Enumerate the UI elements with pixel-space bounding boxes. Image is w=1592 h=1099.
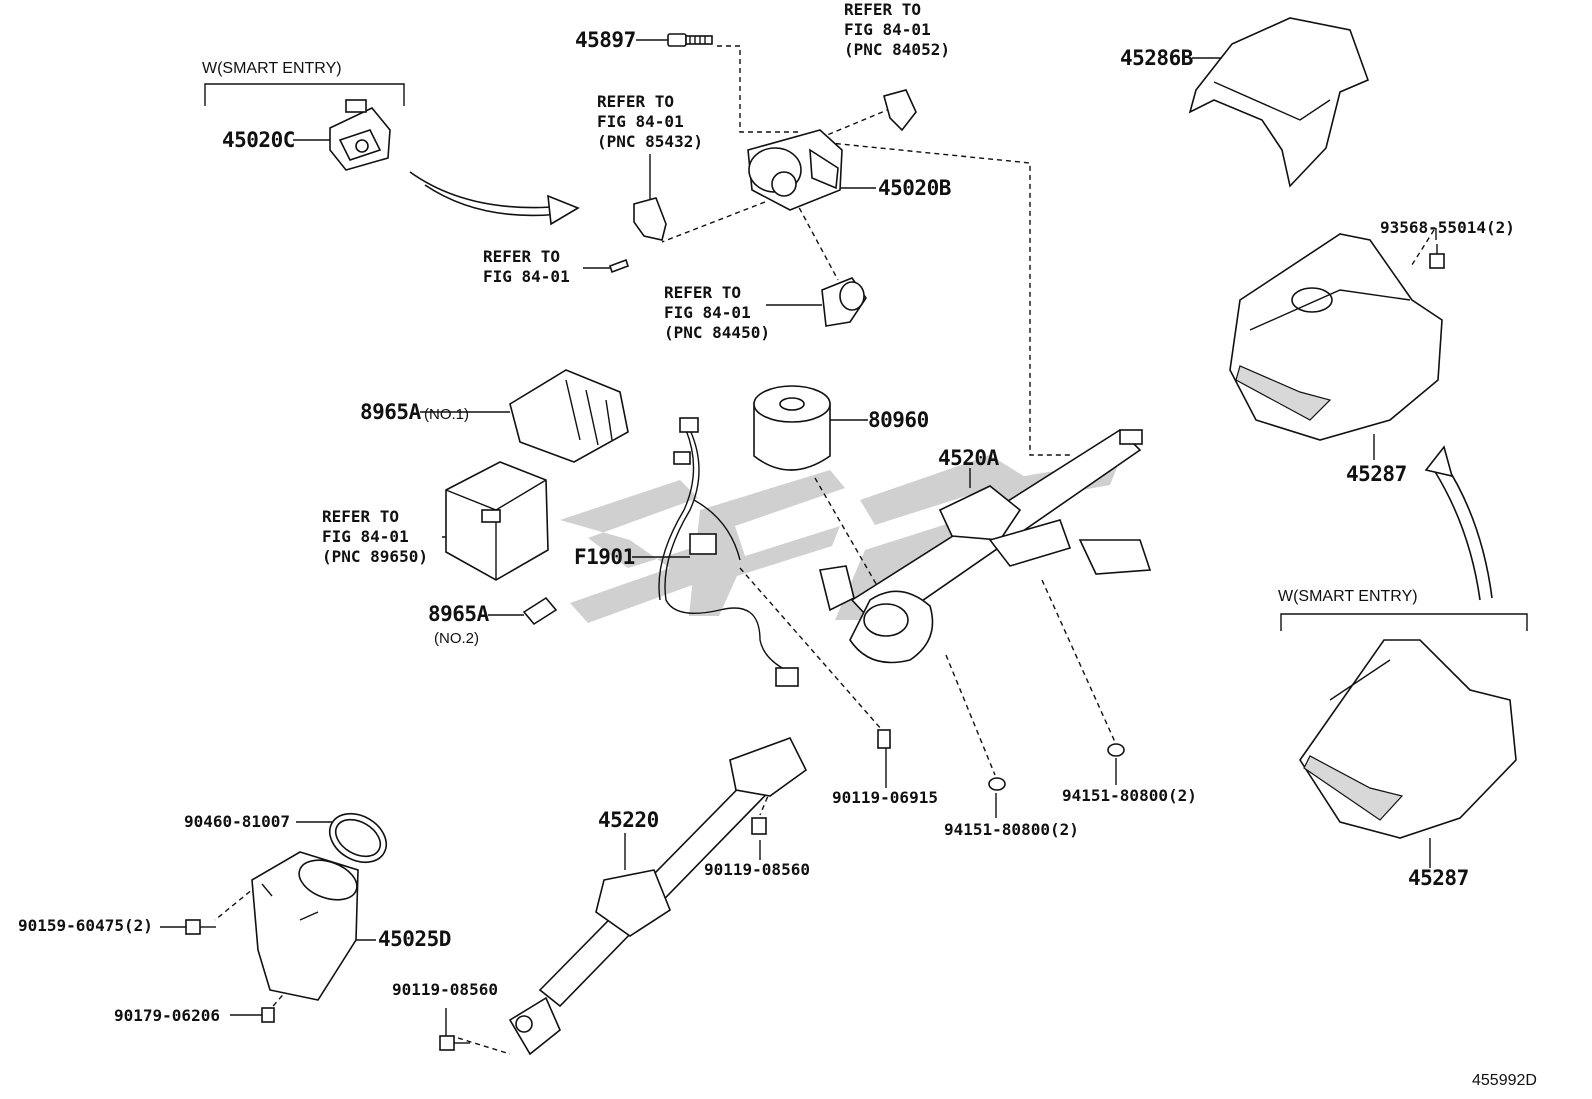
ecu-module-icon[interactable] bbox=[445, 461, 549, 581]
callout-4520a[interactable]: 4520A bbox=[938, 446, 999, 470]
ref-line: FIG 84-01 bbox=[322, 527, 409, 546]
ref-line: FIG 84-01 bbox=[483, 267, 570, 286]
nut-94151-b-icon[interactable] bbox=[1107, 743, 1125, 757]
bolt-90119-08560-a-icon[interactable] bbox=[751, 817, 767, 835]
bolt-90159-icon[interactable] bbox=[185, 919, 216, 935]
callout-94151-80800-b[interactable]: 94151-80800(2) bbox=[1062, 786, 1197, 805]
callout-90159-60475[interactable]: 90159-60475(2) bbox=[18, 916, 153, 935]
smart-entry-note-left: W(SMART ENTRY) bbox=[202, 60, 342, 77]
ref-part-85432-icon[interactable] bbox=[633, 197, 667, 241]
ref-block-pnc-84450[interactable]: REFER TO FIG 84-01 (PNC 84450) bbox=[664, 283, 770, 343]
screw-93568-icon[interactable] bbox=[1429, 244, 1445, 269]
ref-line: (PNC 84052) bbox=[844, 40, 950, 59]
ref-line: (PNC 85432) bbox=[597, 132, 703, 151]
ref-part-84052-icon[interactable] bbox=[883, 89, 917, 132]
ecu-bracket-no1-icon[interactable] bbox=[509, 369, 629, 463]
ref-block-pnc-84052[interactable]: REFER TO FIG 84-01 (PNC 84052) bbox=[844, 0, 950, 60]
ref-block-pnc-89650[interactable]: REFER TO FIG 84-01 (PNC 89650) bbox=[322, 507, 428, 567]
callout-45897[interactable]: 45897 bbox=[575, 28, 636, 52]
ref-line: REFER TO bbox=[597, 92, 675, 111]
callout-93568-55014[interactable]: 93568-55014(2) bbox=[1380, 218, 1515, 237]
lower-column-cover-a-icon[interactable] bbox=[1229, 233, 1443, 441]
callout-8965a-no1[interactable]: 8965A bbox=[360, 400, 421, 424]
callout-45020c[interactable]: 45020C bbox=[222, 128, 295, 152]
bolt-90119-06915-icon[interactable] bbox=[877, 729, 891, 749]
callout-8965a-no2-sub: (NO.2) bbox=[434, 630, 479, 647]
ref-line: (PNC 89650) bbox=[322, 547, 428, 566]
clip-no2-icon[interactable] bbox=[522, 596, 558, 626]
ref-block-pnc-85432[interactable]: REFER TO FIG 84-01 (PNC 85432) bbox=[597, 92, 703, 152]
smart-entry-bracket-left bbox=[204, 83, 405, 106]
callout-90119-06915[interactable]: 90119-06915 bbox=[832, 788, 938, 807]
steering-column-icon[interactable] bbox=[819, 428, 1152, 664]
wire-harness-icon bbox=[658, 417, 799, 687]
leader-lines bbox=[160, 39, 1437, 1036]
callout-80960[interactable]: 80960 bbox=[868, 408, 929, 432]
nut-90179-icon[interactable] bbox=[261, 1007, 275, 1023]
dust-seal-icon[interactable] bbox=[251, 851, 362, 1001]
bolt-45897-icon[interactable] bbox=[667, 33, 713, 47]
smart-entry-note-right: W(SMART ENTRY) bbox=[1278, 588, 1418, 605]
callout-45025d[interactable]: 45025D bbox=[378, 927, 451, 951]
callout-90119-08560-a[interactable]: 90119-08560 bbox=[704, 860, 810, 879]
nut-94151-a-icon[interactable] bbox=[988, 777, 1006, 791]
bolt-90119-08560-b-icon[interactable] bbox=[439, 1035, 470, 1051]
callout-45287-a[interactable]: 45287 bbox=[1346, 462, 1407, 486]
callout-45287-b[interactable]: 45287 bbox=[1408, 866, 1469, 890]
ref-line: FIG 84-01 bbox=[597, 112, 684, 131]
callout-45220[interactable]: 45220 bbox=[598, 808, 659, 832]
callout-90460-81007[interactable]: 90460-81007 bbox=[184, 812, 290, 831]
diagram-id: 455992D bbox=[1472, 1072, 1537, 1089]
intermediate-shaft-icon[interactable] bbox=[508, 737, 808, 1056]
ref-screw-icon[interactable] bbox=[608, 258, 630, 274]
smart-entry-bracket-right bbox=[1280, 613, 1528, 631]
curved-arrow-right bbox=[1424, 445, 1493, 601]
callout-45286b[interactable]: 45286B bbox=[1120, 46, 1193, 70]
callout-94151-80800-a[interactable]: 94151-80800(2) bbox=[944, 820, 1079, 839]
ref-part-84450-icon[interactable] bbox=[821, 277, 867, 327]
callout-90119-08560-b[interactable]: 90119-08560 bbox=[392, 980, 498, 999]
ref-line: (PNC 84450) bbox=[664, 323, 770, 342]
ref-line: REFER TO bbox=[483, 247, 561, 266]
callout-8965a-no2[interactable]: 8965A bbox=[428, 602, 489, 626]
callout-45020b[interactable]: 45020B bbox=[878, 176, 951, 200]
ref-line: FIG 84-01 bbox=[844, 20, 931, 39]
ignition-lock-icon[interactable] bbox=[747, 129, 843, 211]
ref-line: REFER TO bbox=[322, 507, 400, 526]
callout-8965a-no1-sub: (NO.1) bbox=[424, 406, 469, 423]
ref-line: FIG 84-01 bbox=[664, 303, 751, 322]
spiral-cable-icon[interactable] bbox=[753, 385, 831, 471]
curved-arrow-left bbox=[409, 171, 580, 226]
ref-block-plain[interactable]: REFER TO FIG 84-01 bbox=[483, 247, 570, 287]
ref-line: REFER TO bbox=[664, 283, 742, 302]
smart-entry-switch-icon[interactable] bbox=[329, 99, 391, 171]
callout-f1901[interactable]: F1901 bbox=[574, 545, 635, 569]
upper-column-cover-icon[interactable] bbox=[1188, 17, 1370, 188]
lower-column-cover-b-icon[interactable] bbox=[1299, 639, 1517, 839]
clamp-ring-icon[interactable] bbox=[321, 804, 395, 872]
callout-90179-06206[interactable]: 90179-06206 bbox=[114, 1006, 220, 1025]
ref-line: REFER TO bbox=[844, 0, 922, 19]
